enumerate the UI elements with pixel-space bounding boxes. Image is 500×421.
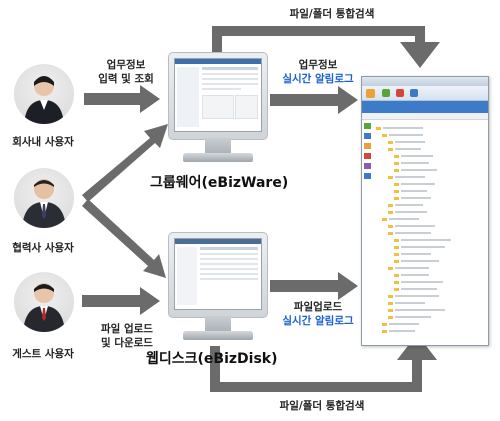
partner-label: 협력사 사용자 (12, 242, 74, 254)
employee-label: 회사내 사용자 (12, 136, 74, 148)
guest-to-webdisk-arrow (82, 287, 160, 315)
webdisk-to-client-arrow (270, 272, 358, 300)
client-app-window (361, 76, 489, 346)
groupware-title: 그룹웨어(eBizWare) (150, 175, 289, 191)
employee-to-groupware-arrow (84, 85, 160, 113)
client-titlebar (362, 77, 488, 86)
client-toolbar (362, 86, 488, 101)
search-top-arrow (212, 26, 440, 74)
groupware-monitor (168, 52, 268, 162)
search-bottom-label: 파일/폴더 통합검색 (279, 400, 365, 412)
partner-to-groupware-arrow (82, 124, 168, 202)
partner-avatar (14, 168, 74, 228)
webdisk-screen (174, 238, 262, 310)
groupware-screen (174, 58, 262, 132)
realtime-log-label-2: 파일업로드 실시간 알림로그 (282, 301, 354, 327)
webdisk-title: 웹디스크(eBizDisk) (146, 351, 278, 367)
search-top-label: 파일/폴더 통합검색 (289, 8, 375, 20)
groupware-access-label: 업무정보 입력 및 조회 (98, 59, 154, 85)
client-folder-tree (374, 125, 484, 339)
guest-avatar (14, 272, 74, 332)
groupware-to-client-arrow (270, 86, 358, 114)
employee-avatar (14, 64, 74, 124)
guest-label: 게스트 사용자 (12, 348, 74, 360)
realtime-log-label-1: 업무정보 실시간 알림로그 (282, 59, 354, 85)
client-banner (362, 101, 488, 113)
webdisk-monitor (168, 232, 268, 340)
upload-download-label: 파일 업로드 및 다운로드 (101, 323, 153, 349)
client-side-icons (364, 123, 371, 333)
partner-to-webdisk-arrow (82, 199, 166, 278)
